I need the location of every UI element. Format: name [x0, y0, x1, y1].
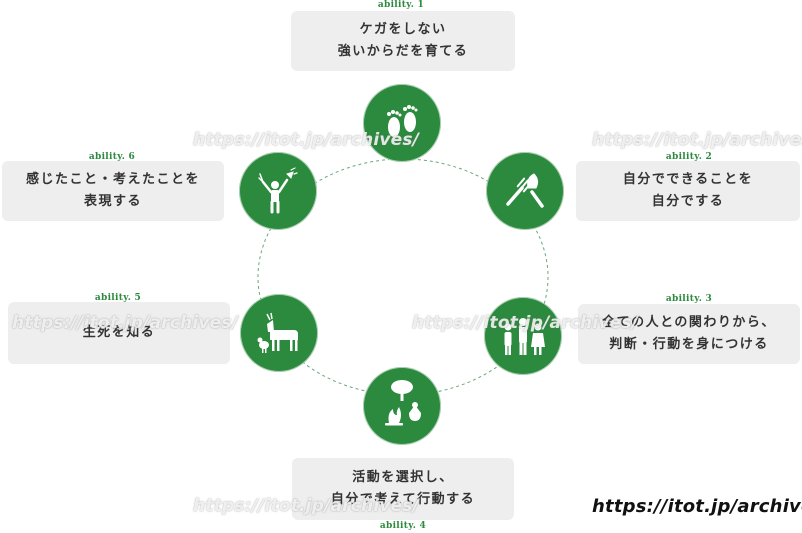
ability-2-line-1: 自分でできることを	[622, 172, 754, 187]
ability-3-circle	[484, 297, 562, 375]
ability-6-line-1: 感じたこと・考えたことを	[25, 172, 200, 187]
goat-chicken-icon	[257, 312, 298, 353]
child-expression-icon	[258, 167, 298, 214]
ability-1-label: ability. 1	[377, 0, 425, 10]
ability-4-line-2: 自分で考えて行動する	[330, 492, 476, 507]
ability-1-line-1: ケガをしない	[359, 22, 447, 37]
ability-2-line-2: 自分でする	[651, 194, 725, 209]
watermark: https://itot.jp/archives/	[193, 496, 420, 516]
ability-5-circle	[240, 294, 318, 372]
ability-2-label: ability. 2	[665, 152, 713, 162]
ability-1-line-2: 強いからだを育てる	[337, 44, 469, 59]
ability-5-box: 生死を知る	[8, 302, 230, 364]
ability-6-label: ability. 6	[88, 152, 136, 162]
ability-4-label: ability. 4	[379, 521, 427, 531]
tree-campfire-icon	[385, 380, 421, 426]
ability-3-label: ability. 3	[665, 294, 713, 304]
ability-1-circle	[363, 84, 441, 162]
ability-5-line-1: 生死を知る	[82, 325, 156, 340]
ability-4-box: 活動を選択し、 自分で考えて行動する	[292, 458, 514, 520]
garden-tools-icon	[506, 173, 544, 208]
ability-2-box: 自分でできることを 自分でする	[576, 161, 800, 221]
ability-6-box: 感じたこと・考えたことを 表現する	[2, 161, 224, 221]
watermark: https://itot.jp/archives/	[193, 130, 420, 150]
ability-3-line-2: 判断・行動を身につける	[609, 337, 769, 352]
ability-5-label: ability. 5	[94, 293, 142, 303]
ability-6-circle	[239, 152, 317, 230]
ability-3-box: 全ての人との関わりから、 判断・行動を身につける	[578, 304, 800, 364]
ability-6-line-2: 表現する	[83, 194, 142, 209]
ability-1-box: ケガをしない 強いからだを育てる	[291, 11, 515, 71]
watermark: https://itot.jp/archives/	[592, 130, 802, 150]
footprints-icon	[387, 105, 418, 137]
watermark: https://itot.jp/archives/	[592, 496, 802, 517]
ability-4-circle	[363, 367, 441, 445]
watermark: https://itot.jp/archives/	[12, 313, 239, 333]
people-icon	[504, 318, 545, 355]
ability-2-circle	[486, 152, 564, 230]
ability-4-line-1: 活動を選択し、	[352, 470, 454, 485]
watermark: https://itot.jp/archives/	[412, 313, 639, 333]
ability-3-line-1: 全ての人との関わりから、	[602, 315, 776, 330]
